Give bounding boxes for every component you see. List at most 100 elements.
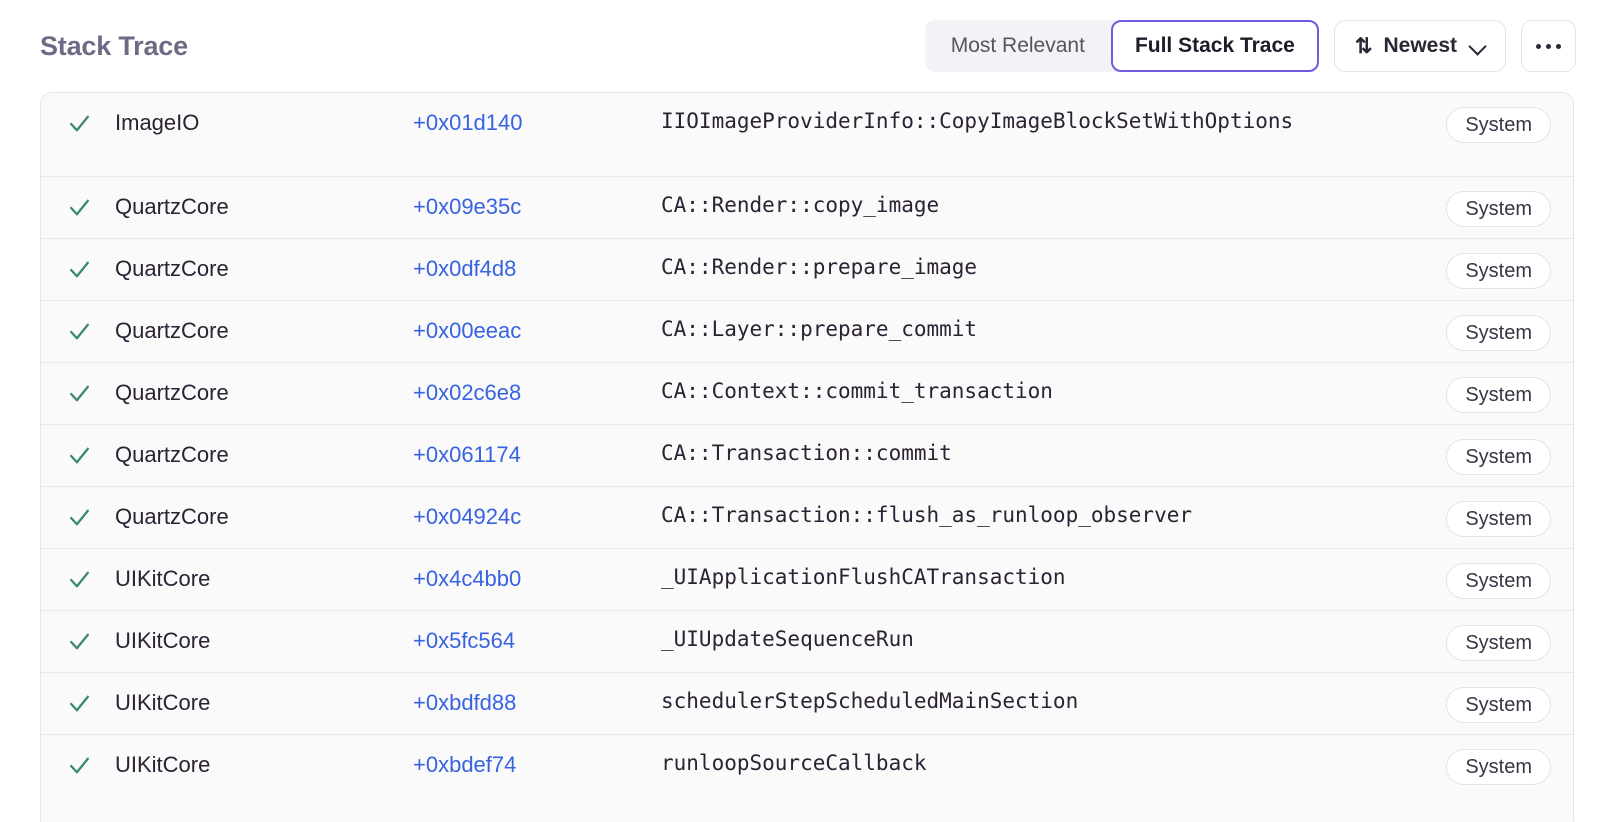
chevron-down-icon (1470, 39, 1485, 54)
frame-module: QuartzCore (115, 256, 229, 281)
table-row[interactable]: ImageIO +0x01d140 IIOImageProviderInfo::Co… (41, 93, 1573, 177)
check-icon (70, 633, 89, 650)
status-badge: System (1446, 377, 1551, 413)
frame-module: ImageIO (115, 110, 200, 135)
check-icon (70, 261, 89, 278)
ellipsis-icon (1536, 43, 1541, 49)
status-badge: System (1446, 315, 1551, 351)
frame-module: QuartzCore (115, 194, 229, 219)
frame-offset-link[interactable]: +0xbdef74 (413, 752, 517, 777)
tab-full-stack-trace[interactable]: Full Stack Trace (1110, 20, 1319, 72)
frame-status (67, 549, 115, 592)
sort-button[interactable]: ⇅ Newest (1333, 20, 1506, 72)
frame-offset-link[interactable]: +0x09e35c (413, 194, 522, 219)
frame-module: QuartzCore (115, 442, 229, 467)
table-row[interactable]: UIKitCore +0x4c4bb0 _UIApplicationFlushCAT… (41, 549, 1573, 611)
table-row[interactable]: QuartzCore +0x0df4d8 CA::Render::prepare_i… (41, 239, 1573, 301)
frame-badge-cell: System (1446, 673, 1551, 723)
stack-trace-view-segmented-control[interactable]: Most Relevant Full Stack Trace (924, 20, 1319, 72)
check-icon (70, 447, 89, 464)
table-row[interactable]: UIKitCore +0xbdef74 runloopSourceCallback S… (41, 735, 1573, 797)
frame-function: IIOImageProviderInfo::CopyImageBlockSetW… (661, 109, 1294, 133)
frame-badge-cell: System (1446, 363, 1551, 413)
check-icon (70, 385, 89, 402)
frame-function: _UIApplicationFlushCATransaction (661, 565, 1066, 589)
status-badge: System (1446, 625, 1551, 661)
page-title: Stack Trace (40, 30, 188, 61)
stack-frame-list[interactable]: ImageIO +0x01d140 IIOImageProviderInfo::Co… (40, 92, 1574, 822)
status-badge: System (1446, 749, 1551, 785)
status-badge: System (1446, 501, 1551, 537)
frame-offset-link[interactable]: +0xbdfd88 (413, 690, 517, 715)
header-actions: Most Relevant Full Stack Trace ⇅ Newest (924, 20, 1576, 72)
check-icon (70, 509, 89, 526)
frame-badge-cell: System (1446, 549, 1551, 599)
frame-offset-link[interactable]: +0x0df4d8 (413, 256, 517, 281)
frame-badge-cell: System (1446, 487, 1551, 537)
frame-function: CA::Transaction::flush_as_runloop_observ… (661, 503, 1193, 527)
frame-module: UIKitCore (115, 566, 211, 591)
panel-header: Stack Trace Most Relevant Full Stack Tra… (0, 0, 1614, 92)
sort-arrows-icon: ⇅ (1354, 34, 1373, 58)
table-row[interactable]: QuartzCore +0x04924c CA::Transaction::flus… (41, 487, 1573, 549)
status-badge: System (1446, 687, 1551, 723)
frame-function: CA::Transaction::commit (661, 441, 952, 465)
frame-module: UIKitCore (115, 690, 211, 715)
check-icon (70, 323, 89, 340)
status-badge: System (1446, 439, 1551, 475)
frame-badge-cell: System (1446, 93, 1551, 143)
frame-status (67, 363, 115, 406)
frame-module: UIKitCore (115, 752, 211, 777)
check-icon (70, 199, 89, 216)
frame-badge-cell: System (1446, 735, 1551, 785)
frame-status (67, 673, 115, 716)
table-row[interactable]: QuartzCore +0x02c6e8 CA::Context::commit_t… (41, 363, 1573, 425)
check-icon (70, 695, 89, 712)
ellipsis-icon (1546, 43, 1551, 49)
frame-offset-link[interactable]: +0x01d140 (413, 110, 523, 135)
frame-module: UIKitCore (115, 628, 211, 653)
frame-module: QuartzCore (115, 504, 229, 529)
frame-badge-cell: System (1446, 425, 1551, 475)
table-row[interactable]: UIKitCore +0x5fc564 _UIUpdateSequenceRun Sy… (41, 611, 1573, 673)
frame-module: QuartzCore (115, 380, 229, 405)
frame-function: _UIUpdateSequenceRun (661, 627, 914, 651)
frame-status (67, 301, 115, 344)
frame-status (67, 93, 115, 136)
frame-status (67, 735, 115, 778)
frame-offset-link[interactable]: +0x00eeac (413, 318, 522, 343)
frame-badge-cell: System (1446, 239, 1551, 289)
frame-status (67, 177, 115, 220)
frame-status (67, 611, 115, 654)
table-row[interactable]: UIKitCore +0xbdfd88 schedulerStepScheduled… (41, 673, 1573, 735)
frame-badge-cell: System (1446, 611, 1551, 661)
more-options-button[interactable] (1521, 20, 1576, 72)
frame-offset-link[interactable]: +0x5fc564 (413, 628, 516, 653)
frame-module: QuartzCore (115, 318, 229, 343)
frame-badge-cell: System (1446, 301, 1551, 351)
frame-function: schedulerStepScheduledMainSection (661, 689, 1079, 713)
check-icon (70, 115, 89, 132)
status-badge: System (1446, 253, 1551, 289)
frame-badge-cell: System (1446, 177, 1551, 227)
frame-offset-link[interactable]: +0x061174 (413, 442, 521, 467)
ellipsis-icon (1556, 43, 1561, 49)
status-badge: System (1446, 563, 1551, 599)
frame-function: runloopSourceCallback (661, 751, 927, 775)
status-badge: System (1446, 191, 1551, 227)
frame-offset-link[interactable]: +0x02c6e8 (413, 380, 522, 405)
frame-function: CA::Render::prepare_image (661, 255, 978, 279)
tab-most-relevant[interactable]: Most Relevant (924, 20, 1117, 72)
frame-offset-link[interactable]: +0x04924c (413, 504, 522, 529)
frame-offset-link[interactable]: +0x4c4bb0 (413, 566, 522, 591)
check-icon (70, 571, 89, 588)
table-row[interactable]: QuartzCore +0x061174 CA::Transaction::comm… (41, 425, 1573, 487)
frame-function: CA::Context::commit_transaction (661, 379, 1053, 403)
frame-status (67, 487, 115, 530)
frame-status (67, 425, 115, 468)
frame-status (67, 239, 115, 282)
status-badge: System (1446, 107, 1551, 143)
